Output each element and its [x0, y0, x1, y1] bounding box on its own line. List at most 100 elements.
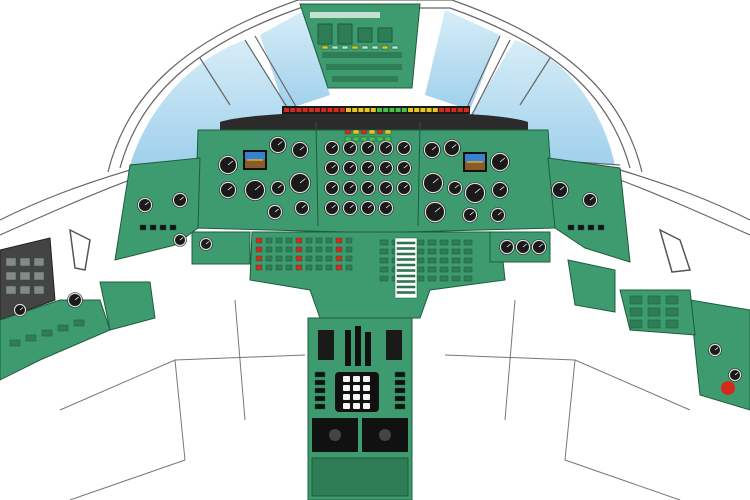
gauge-needle	[349, 164, 354, 169]
pedestal-switch	[345, 237, 353, 244]
pedestal-switch	[285, 255, 293, 262]
status-light	[352, 136, 360, 142]
pedestal-switch	[427, 257, 437, 264]
pedestal-switch	[325, 255, 333, 262]
pedestal-switch	[439, 257, 449, 264]
gauge-needle	[734, 372, 739, 376]
annunciator-light	[321, 108, 327, 112]
wall-panel-switch	[19, 285, 31, 295]
pedestal-switch	[345, 255, 353, 262]
pedestal-switch	[335, 246, 343, 253]
floor-outlines	[59, 299, 691, 500]
gauge-needle	[499, 157, 506, 163]
wall-panel-switch	[33, 271, 45, 281]
console-switch	[25, 334, 37, 342]
annunciator-light	[315, 108, 320, 112]
annunciator-light	[451, 108, 457, 112]
pedestal-switch	[335, 237, 343, 244]
wall-panel-switch	[5, 285, 17, 295]
pedestal-switch	[427, 275, 437, 282]
panel-dividers	[315, 121, 421, 227]
wall-panel-switch	[5, 257, 17, 267]
pedestal-switch	[305, 246, 313, 253]
gauge-needle	[497, 211, 502, 216]
annunciator-light	[389, 108, 395, 112]
warning-light	[376, 129, 384, 135]
pedestal-switch	[315, 255, 323, 262]
gauge-needle	[385, 144, 390, 149]
flap-slider-mark	[396, 274, 416, 278]
gauge-needle	[74, 296, 79, 301]
gauge-needle	[179, 196, 184, 201]
pedestal-switch	[285, 264, 293, 271]
keypad-keys	[343, 376, 370, 409]
flap-slider-mark	[396, 291, 416, 294]
overhead-light	[351, 45, 359, 50]
annunciator-strip	[282, 106, 470, 114]
gauge-needle	[277, 184, 282, 189]
annunciator-light	[414, 108, 420, 112]
annunciator-light	[401, 108, 407, 112]
annunciator-light	[358, 108, 364, 112]
warning-light	[360, 129, 368, 135]
quadrant-switch	[394, 371, 406, 378]
pedestal-switch	[463, 266, 473, 273]
overhead-light	[371, 45, 379, 50]
wall-panel-switch	[19, 271, 31, 281]
gauge-needle	[331, 144, 336, 149]
pedestal-switch	[295, 246, 303, 253]
left-side-console	[114, 157, 201, 261]
gauge-needle	[349, 204, 354, 209]
gauge-needle	[274, 208, 279, 213]
annunciator-light	[383, 108, 389, 112]
pedestal-switch	[325, 237, 333, 244]
gauge-needle	[205, 241, 210, 245]
gauge-needle	[227, 160, 234, 166]
flap-slider-mark	[396, 285, 416, 289]
windshield-glass-center-right	[425, 10, 500, 110]
pedestal-switch	[265, 264, 273, 271]
keypad-key	[363, 403, 370, 409]
pedestal-switch	[345, 246, 353, 253]
gauge-needle	[331, 184, 336, 189]
status-light	[384, 136, 392, 142]
annunciator-light	[377, 108, 382, 112]
keypad-key	[353, 394, 360, 400]
pedestal-lower-panel	[311, 457, 409, 497]
gauge-needle	[299, 146, 305, 151]
pedestal-switch	[305, 255, 313, 262]
pedestal-switch	[265, 246, 273, 253]
attitude-sky	[245, 152, 265, 160]
gauge-needle	[144, 201, 149, 206]
gauge-needle	[254, 185, 261, 191]
pedestal-switch	[325, 264, 333, 271]
gauge-needle	[385, 184, 390, 189]
quadrant-switch	[314, 371, 326, 378]
console-switch	[567, 224, 575, 231]
overhead-light	[341, 45, 349, 50]
gauge-needle	[559, 186, 565, 191]
overhead-light	[361, 45, 369, 50]
keypad-key	[343, 385, 350, 391]
annunciator-light	[370, 108, 376, 112]
gauge-needle	[589, 196, 594, 201]
gauge-needle	[403, 164, 408, 169]
pedestal-switch	[463, 275, 473, 282]
pedestal-switch	[451, 248, 461, 255]
gauge-needle	[19, 307, 24, 311]
pedestal-switch	[295, 255, 303, 262]
right-side-console	[547, 157, 631, 263]
pedestal-switch	[285, 246, 293, 253]
warning-light	[368, 129, 376, 135]
pedestal-switch	[439, 266, 449, 273]
warning-light	[344, 129, 352, 135]
gauge-needle	[349, 144, 354, 149]
gauge-needle	[331, 204, 336, 209]
quadrant-switch	[394, 403, 406, 410]
pedestal-switch	[275, 237, 283, 244]
console-switch	[149, 224, 157, 231]
gauge-needle	[499, 186, 505, 191]
gauge-needle	[179, 237, 184, 241]
attitude-ground	[245, 160, 265, 168]
